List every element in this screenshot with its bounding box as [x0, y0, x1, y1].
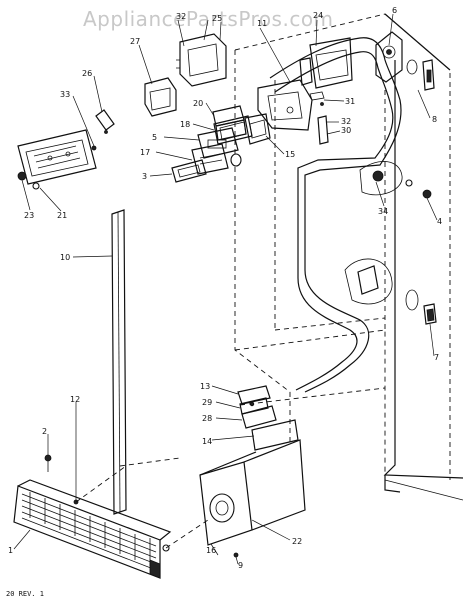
label-29: 29 — [202, 398, 212, 407]
part-33-screw — [91, 145, 97, 151]
part-34-knob — [359, 161, 403, 196]
label-27: 27 — [130, 37, 140, 46]
label-23: 23 — [24, 211, 34, 220]
label-5: 5 — [152, 133, 157, 142]
label-12: 12 — [70, 395, 80, 404]
cabinet-liner — [234, 13, 451, 480]
part-labels: 6 11 24 25 32 27 26 33 20 31 32 30 18 15… — [8, 6, 442, 570]
air-duct-tube — [269, 37, 402, 393]
label-22: 22 — [292, 537, 302, 546]
part-2-screw — [44, 454, 52, 472]
label-34: 34 — [378, 207, 388, 216]
cabinet-side-wall — [383, 13, 463, 501]
part-22-fan-shroud — [199, 439, 306, 546]
part-6-damper-control — [375, 31, 435, 91]
label-4: 4 — [437, 217, 442, 226]
label-15: 15 — [285, 150, 295, 159]
label-17: 17 — [140, 148, 150, 157]
part-1-grille — [13, 479, 172, 579]
label-9: 9 — [238, 561, 243, 570]
label-28: 28 — [202, 414, 212, 423]
watermark: AppliancePartsPros.com — [83, 7, 334, 31]
part-14-foam-block — [251, 419, 299, 451]
part-5-switch — [197, 127, 239, 159]
part-4-screw — [405, 179, 432, 199]
label-24: 24 — [313, 11, 323, 20]
label-21: 21 — [57, 211, 67, 220]
label-30: 30 — [341, 126, 351, 135]
part-24-bracket — [299, 37, 353, 89]
label-25: 25 — [212, 14, 222, 23]
label-33: 33 — [60, 90, 70, 99]
label-3: 3 — [142, 172, 147, 181]
label-8: 8 — [432, 115, 437, 124]
label-11: 11 — [257, 19, 267, 28]
part-3-bezel — [171, 159, 207, 183]
part-7-knob — [344, 258, 437, 325]
revision-note: 20 REV. 1 — [6, 590, 44, 598]
part-29-switch — [239, 397, 269, 415]
part-13-bracket — [237, 385, 271, 405]
label-32b: 32 — [341, 117, 351, 126]
alignment-lines — [75, 457, 209, 549]
part-27-thermostat-bracket — [144, 77, 177, 117]
part-28-bracket — [241, 405, 277, 429]
label-7: 7 — [434, 353, 439, 362]
part-31-screw — [309, 91, 325, 106]
part-30-plate — [317, 115, 329, 145]
part-11-housing — [257, 79, 313, 131]
label-26: 26 — [82, 69, 92, 78]
part-21-control-panel — [17, 129, 97, 185]
leader-lines — [13, 13, 438, 565]
label-18: 18 — [180, 120, 190, 129]
part-15-control-knob-housing — [244, 113, 271, 145]
part-25-mounting-bracket — [176, 33, 227, 87]
label-20: 20 — [193, 99, 203, 108]
label-10: 10 — [60, 253, 70, 262]
label-14: 14 — [202, 437, 212, 446]
part-26-clip — [95, 109, 115, 134]
label-13: 13 — [200, 382, 210, 391]
label-32: 32 — [176, 12, 186, 21]
label-16: 16 — [206, 546, 216, 555]
label-1: 1 — [8, 546, 13, 555]
part-9-screw — [233, 552, 239, 558]
label-6: 6 — [392, 6, 397, 15]
label-31: 31 — [345, 97, 355, 106]
part-17-knob — [191, 143, 242, 175]
label-2: 2 — [42, 427, 47, 436]
part-10-trim-strip — [111, 209, 127, 515]
part-23-screw — [17, 171, 40, 190]
